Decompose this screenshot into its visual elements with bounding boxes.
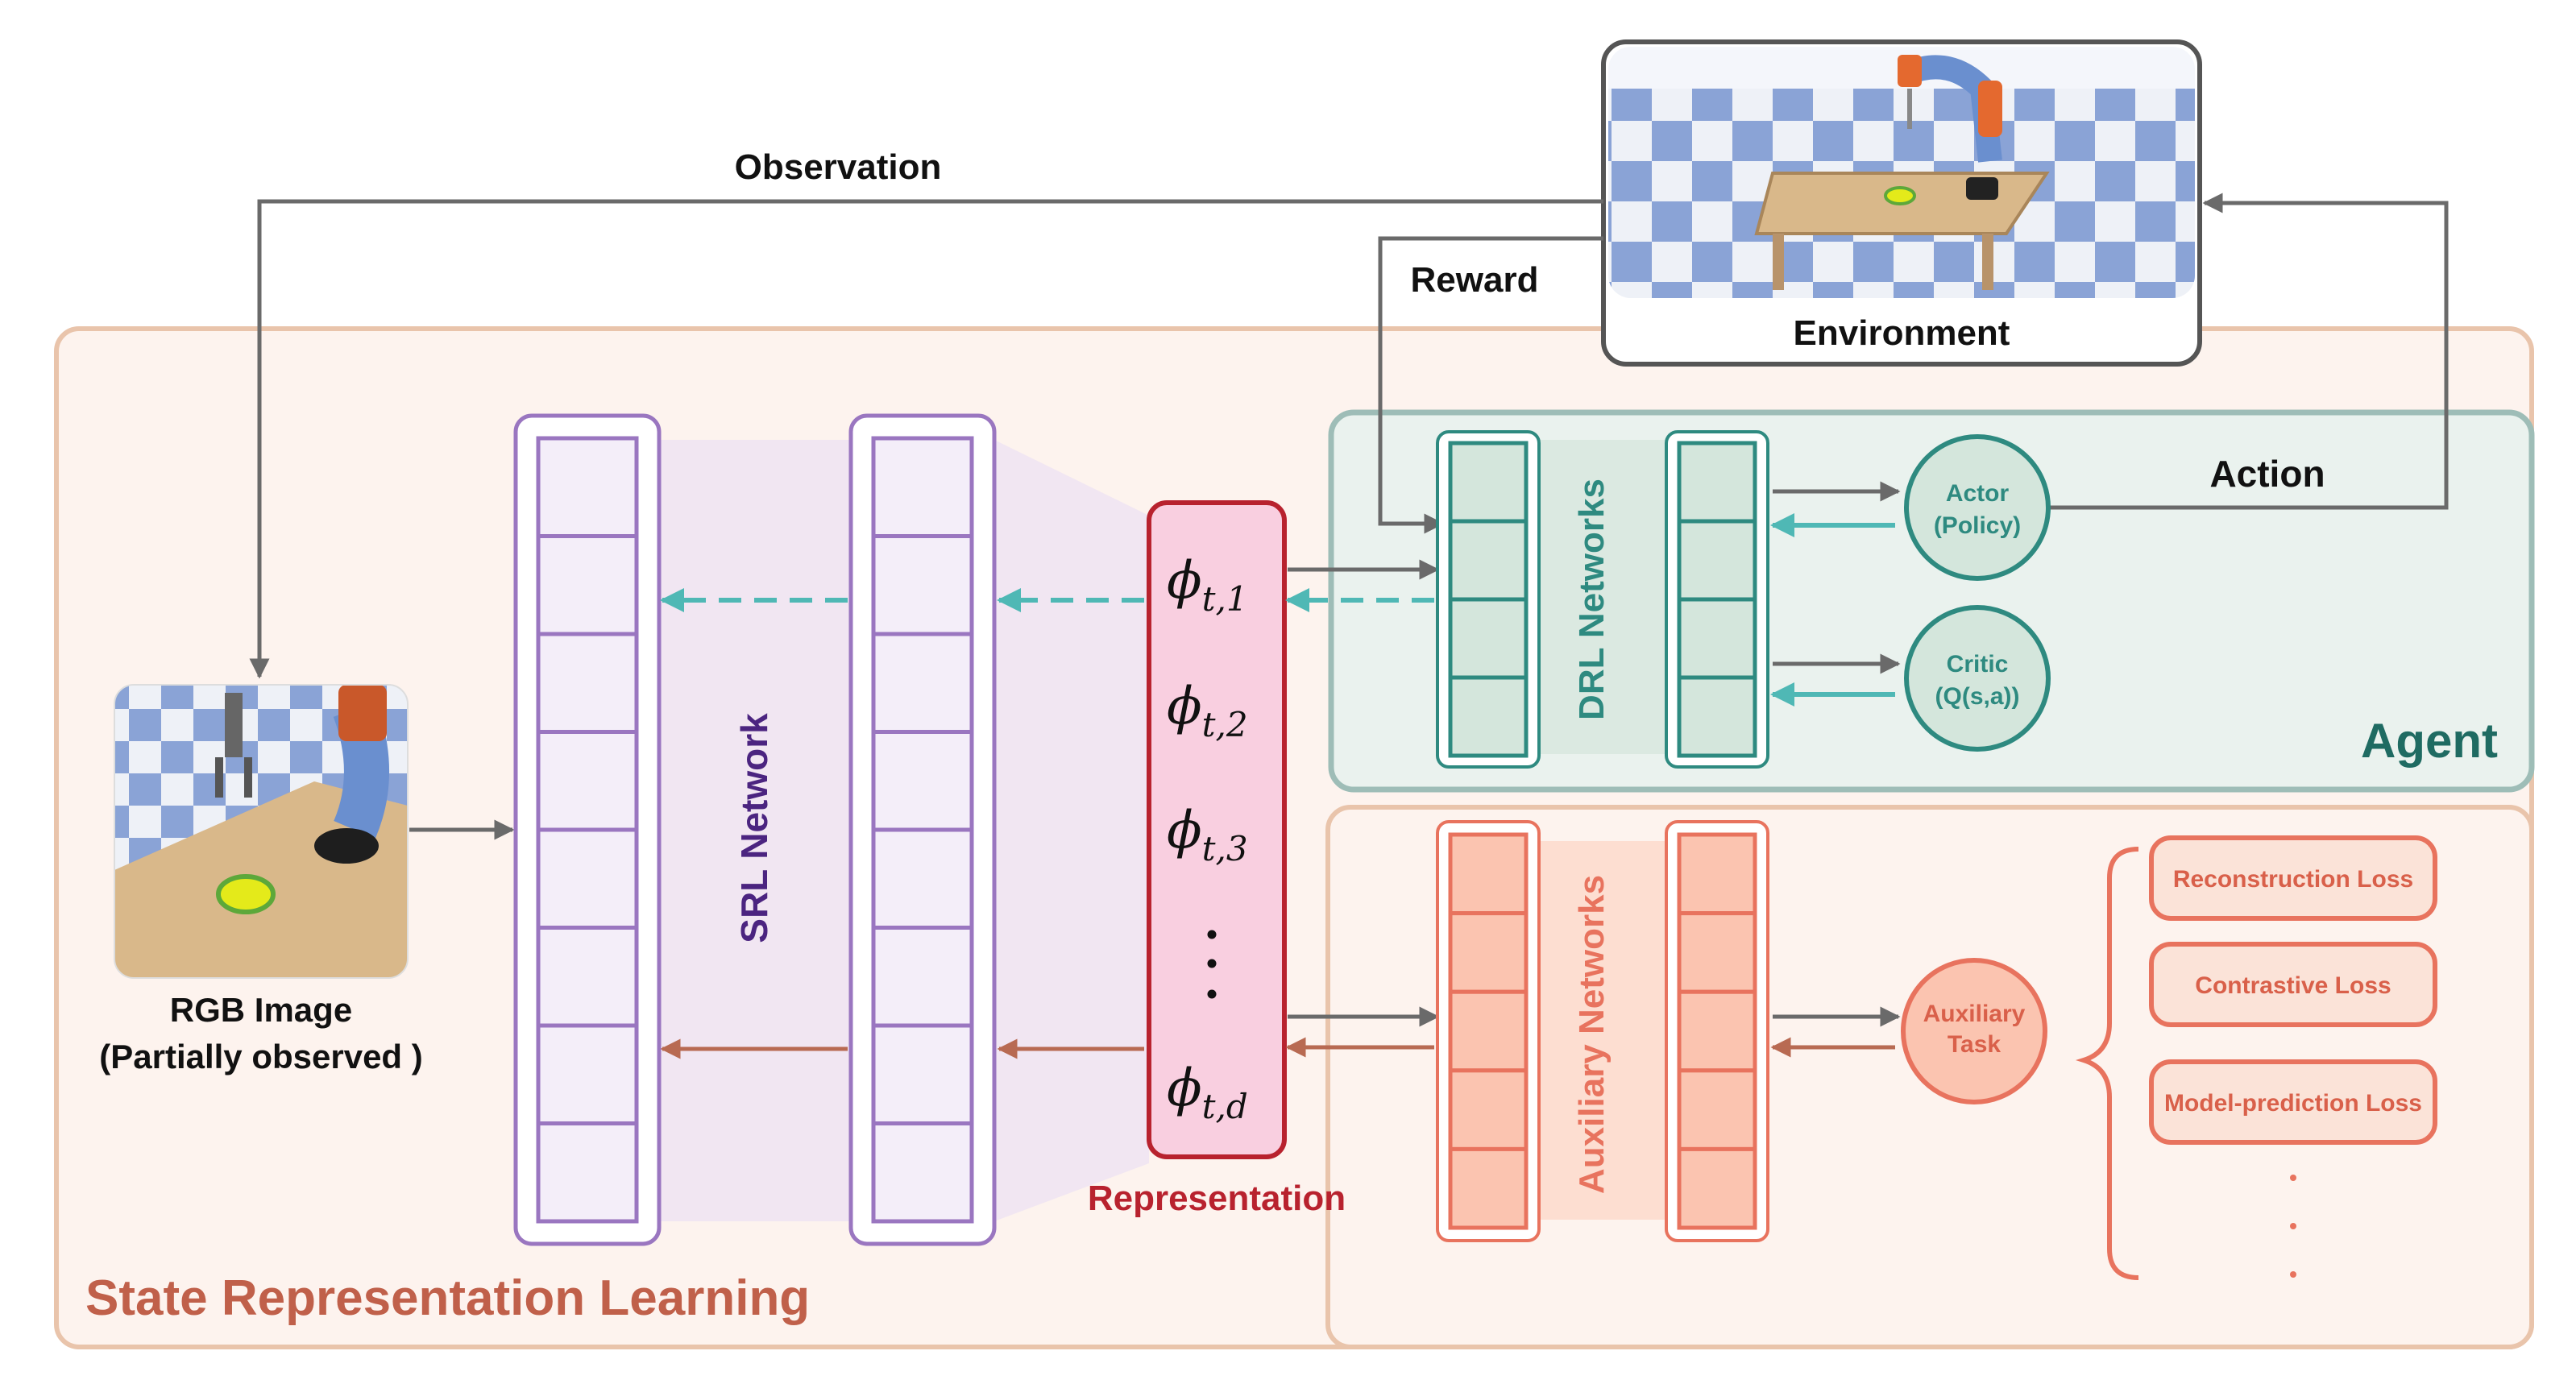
- actor-label-line1: Actor: [1946, 480, 2010, 507]
- representation-item-3: ϕt,3: [1167, 801, 1248, 868]
- critic-label-line1: Critic: [1947, 651, 2009, 678]
- aux-layer-2-cell: [1677, 1146, 1757, 1230]
- aux-task-label-line1: Auxiliary: [1923, 1001, 2026, 1027]
- srl-layer-2-cell: [871, 926, 974, 1028]
- loss-label: Reconstruction Loss: [2173, 866, 2413, 893]
- loss-label: Contrastive Loss: [2195, 972, 2391, 999]
- drl-networks-label: DRL Networks: [1572, 479, 1612, 720]
- drl-layer-2-cell: [1677, 675, 1757, 758]
- aux-layer-1-cell: [1448, 1068, 1529, 1151]
- rgb-image-label-line2: (Partially observed ): [99, 1038, 422, 1075]
- aux-layer-2-cell: [1677, 832, 1757, 916]
- srl-layer-2-cell: [871, 632, 974, 734]
- auxiliary-task-node: Auxiliary Task: [1901, 958, 2047, 1104]
- aux-layer-1-cell: [1448, 989, 1529, 1073]
- agent-label: Agent: [2361, 714, 2498, 768]
- srl-layer-1-cell: [536, 1121, 639, 1224]
- drl-layer-2: [1665, 430, 1769, 769]
- srl-layer-1: [513, 413, 662, 1246]
- srl-layer-1-cell: [536, 1023, 639, 1125]
- representation-item-2: ϕt,2: [1167, 677, 1248, 744]
- action-label: Action: [2209, 453, 2325, 495]
- aux-bridge: [1539, 841, 1666, 1220]
- loss-box: [2149, 942, 2437, 1027]
- srl-layer-2-cells: [871, 436, 974, 1224]
- loss-label: Model-prediction Loss: [2164, 1090, 2422, 1117]
- loss-box: [2149, 1059, 2437, 1145]
- aux-layer-2-cell: [1677, 911, 1757, 994]
- srl-layer-1-cell: [536, 827, 639, 930]
- drl-layer-2-cell: [1677, 519, 1757, 602]
- representation-item-1: ϕt,1: [1167, 551, 1248, 619]
- drl-layer-2-cell: [1677, 441, 1757, 524]
- rgb-image-label-line1: RGB Image: [170, 991, 352, 1029]
- representation-items: ϕt,1 ϕt,2 ϕt,3 ϕt,d: [1167, 551, 1248, 1126]
- environment-box: Environment: [1601, 39, 2202, 367]
- aux-layer-1-cell: [1448, 832, 1529, 916]
- srl-layer-1-cell: [536, 534, 639, 636]
- aux-task-label-line2: Task: [1948, 1031, 2001, 1058]
- srl-layer-2-cell: [871, 534, 974, 636]
- representation-label: Representation: [1088, 1179, 1346, 1218]
- representation-item-4: ϕt,d: [1167, 1059, 1248, 1126]
- srl-network-bridge: [659, 440, 851, 1221]
- drl-bridge: [1539, 440, 1666, 754]
- critic-label-line2: (Q(s,a)): [1935, 683, 2020, 710]
- srl-layer-2-cell: [871, 1023, 974, 1125]
- srl-layer-1-cell: [536, 730, 639, 832]
- observation-label: Observation: [735, 147, 942, 187]
- rgb-image: [114, 684, 409, 979]
- observation-arrow: [249, 199, 1603, 679]
- drl-layer-1-cell: [1448, 519, 1529, 602]
- representation-ellipsis: [1207, 930, 1217, 999]
- actor-node: Actor (Policy): [1904, 434, 2051, 581]
- srl-layer-2-cell: [871, 827, 974, 930]
- representation-box: [1147, 500, 1287, 1159]
- aux-layer-1-cell: [1448, 911, 1529, 994]
- loss-brace: [2075, 847, 2139, 1280]
- actor-label-line2: (Policy): [1934, 512, 2021, 539]
- srl-layer-2-cell: [871, 730, 974, 832]
- drl-layer-1: [1436, 430, 1541, 769]
- srl-network-label: SRL Network: [733, 713, 775, 943]
- loss-ellipsis: [2290, 1175, 2296, 1278]
- action-arrow: [2050, 193, 2449, 510]
- drl-layer-2-cell: [1677, 597, 1757, 680]
- reward-arrow: [1378, 236, 1603, 534]
- srl-layer-1-cell: [536, 632, 639, 734]
- srl-title: State Representation Learning: [85, 1270, 810, 1326]
- auxiliary-networks-label: Auxiliary Networks: [1572, 875, 1612, 1194]
- srl-to-representation-bridge: [994, 440, 1149, 1221]
- srl-layer-1-cells: [536, 436, 639, 1224]
- drl-layer-1-cell: [1448, 597, 1529, 680]
- critic-node: Critic (Q(s,a)): [1904, 605, 2051, 752]
- environment-label: Environment: [1794, 313, 2010, 353]
- environment-scene: [1608, 47, 2195, 298]
- srl-layer-1-cell: [536, 436, 639, 538]
- aux-layer-2: [1665, 820, 1769, 1242]
- srl-layer-2-cell: [871, 1121, 974, 1224]
- srl-layer-1-cell: [536, 926, 639, 1028]
- reward-label: Reward: [1411, 260, 1539, 300]
- loss-box: [2149, 835, 2437, 921]
- aux-layer-1-cell: [1448, 1146, 1529, 1230]
- srl-layer-2-cell: [871, 436, 974, 538]
- drl-layer-1-cell: [1448, 441, 1529, 524]
- drl-layer-1-cell: [1448, 675, 1529, 758]
- aux-layer-1: [1436, 820, 1541, 1242]
- srl-layer-2: [848, 413, 997, 1246]
- aux-layer-2-cell: [1677, 1068, 1757, 1151]
- aux-layer-2-cell: [1677, 989, 1757, 1073]
